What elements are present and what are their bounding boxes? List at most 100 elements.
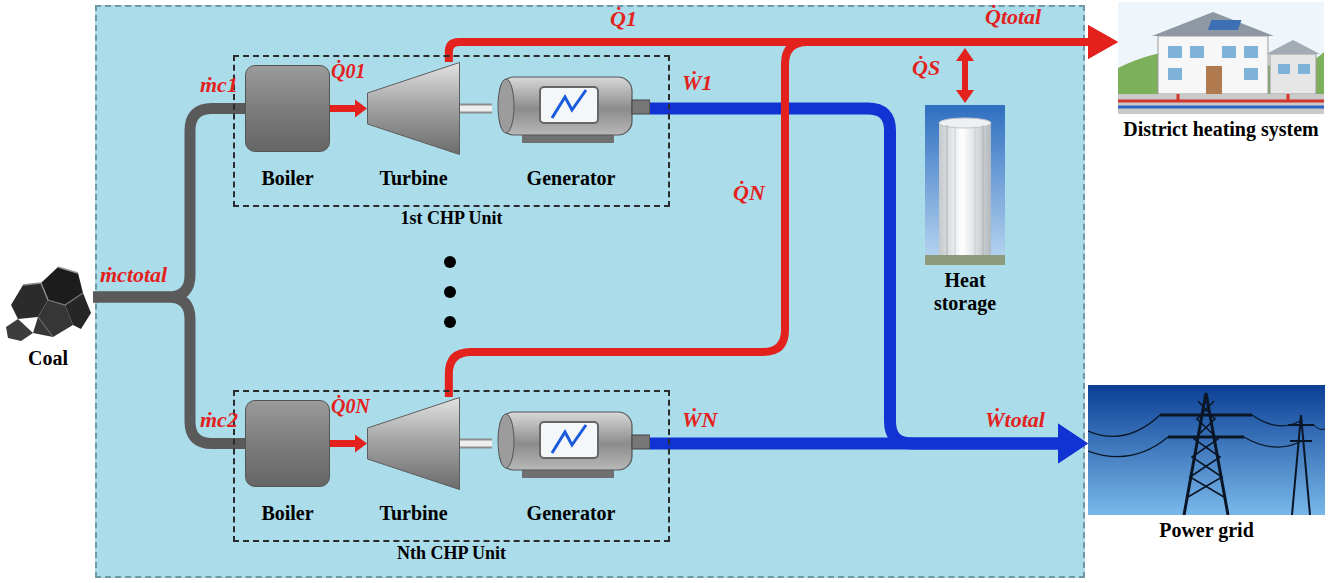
illustration-part: [1287, 94, 1290, 101]
illustration-part: [552, 425, 586, 453]
illustration-part: [955, 127, 956, 265]
illustration-part: [975, 127, 976, 265]
storage-arrowhead: [956, 48, 974, 61]
illustration-part: [1168, 68, 1182, 80]
illustration-part: [632, 100, 650, 114]
illustration-part: [1288, 424, 1314, 426]
illustration-part: [368, 63, 460, 155]
shaft-core: [460, 106, 492, 112]
illustration-part: [925, 255, 1005, 265]
node-label: Coal: [28, 347, 68, 370]
illustration-part: [1190, 401, 1224, 497]
illustration-part: [1168, 46, 1182, 58]
storage-illustration: [925, 105, 1005, 265]
illustration-part: [1314, 425, 1325, 430]
steam-flow-line: [330, 100, 367, 118]
illustration-part: [1206, 66, 1222, 94]
illustration-part: [1184, 393, 1228, 515]
turbine-illustration: [367, 62, 460, 155]
steam-flow-line-path: [330, 440, 356, 447]
illustration-part: [1088, 415, 1160, 436]
turbine-shape: Turbine: [367, 397, 460, 490]
steam-flow-line-path: [330, 105, 356, 112]
illustration-part: [58, 267, 78, 273]
coal-flow-line-path: [93, 109, 245, 298]
illustration-part: [23, 283, 48, 300]
chp-unit-box: Nth CHP UnitBoilerTurbineGenerator: [233, 390, 670, 542]
illustration-part: [1152, 12, 1274, 36]
shaft-outline: [460, 104, 492, 114]
illustration-part: [1177, 94, 1180, 101]
node-label: Power grid: [1159, 519, 1254, 542]
heat-storage-icon: Heat storage: [925, 105, 1005, 315]
node-label: Turbine: [379, 167, 447, 190]
node-label: Generator: [527, 502, 616, 525]
illustration-part: [1244, 68, 1258, 80]
illustration-part: [38, 317, 53, 337]
illustration-part: [1160, 414, 1252, 417]
ellipsis-dot: [444, 286, 456, 298]
flow-label: ṁc1: [200, 72, 238, 97]
illustration-part: [1298, 64, 1310, 74]
flow-label: Q̇1: [610, 6, 637, 31]
illustration-part: [1118, 106, 1324, 109]
illustration-part: [1088, 385, 1325, 515]
coal-flow-line: [93, 109, 245, 298]
node-label: District heating system: [1123, 118, 1319, 141]
node-label: Heat storage: [925, 269, 1005, 315]
illustration-part: [1208, 20, 1242, 30]
coal-icon: Coal: [3, 255, 93, 370]
coal-illustration: [3, 255, 93, 343]
illustration-part: [500, 77, 632, 135]
illustration-part: [1278, 64, 1290, 74]
illustration-part: [552, 90, 586, 118]
illustration-part: [947, 125, 948, 265]
node-label: Boiler: [261, 167, 313, 190]
illustration-part: [1158, 36, 1268, 94]
power-flow-line-path: [650, 438, 1059, 450]
illustration-part: [925, 105, 1005, 265]
illustration-part: [6, 319, 33, 341]
coal-flow-line-path: [93, 297, 245, 444]
illustration-part: [500, 412, 632, 470]
generator-illustration: [492, 408, 650, 479]
flow-label: ṁc2: [200, 407, 238, 432]
node-label: Boiler: [261, 502, 313, 525]
flow-label: Q̇N: [733, 180, 765, 205]
storage-arrowhead: [956, 90, 974, 103]
illustration-part: [1190, 46, 1204, 58]
boiler-box: Boiler: [245, 400, 330, 487]
shaft-core: [460, 441, 492, 447]
illustration-part: [1118, 94, 1324, 114]
illustration-part: [1292, 415, 1310, 515]
chp-unit-box: 1st CHP UnitBoilerTurbineGenerator: [233, 55, 670, 207]
illustration-part: [1244, 46, 1258, 58]
flow-label: Q̇S: [912, 55, 940, 80]
illustration-part: [368, 398, 460, 490]
flow-label: Q̇01: [331, 60, 365, 83]
arrowhead: [1058, 424, 1088, 464]
storage-flow-line: [962, 59, 968, 92]
generator-icon: Generator: [492, 408, 650, 479]
heat-flow-line: [449, 25, 1118, 397]
arrowhead: [355, 435, 367, 453]
power-grid-icon: Power grid: [1088, 385, 1325, 542]
flow-label: ẆN: [682, 407, 717, 432]
illustration-part: [540, 422, 598, 458]
shaft-line: [460, 108, 492, 109]
illustration-part: [540, 87, 598, 123]
illustration-part: [939, 123, 991, 265]
flow-label: Ẇtotal: [985, 407, 1045, 432]
arrowhead: [1088, 25, 1118, 59]
power-flow-line: [650, 109, 1088, 464]
illustration-part: [498, 79, 514, 133]
illustration-part: [1088, 437, 1168, 457]
unit-title: Nth CHP Unit: [397, 543, 506, 564]
illustration-part: [48, 293, 83, 305]
boiler-box: Boiler: [245, 65, 330, 152]
node-label: Turbine: [379, 502, 447, 525]
generator-illustration: [492, 73, 650, 144]
generator-icon: Generator: [492, 73, 650, 144]
flow-label: Q̇0N: [331, 395, 370, 418]
